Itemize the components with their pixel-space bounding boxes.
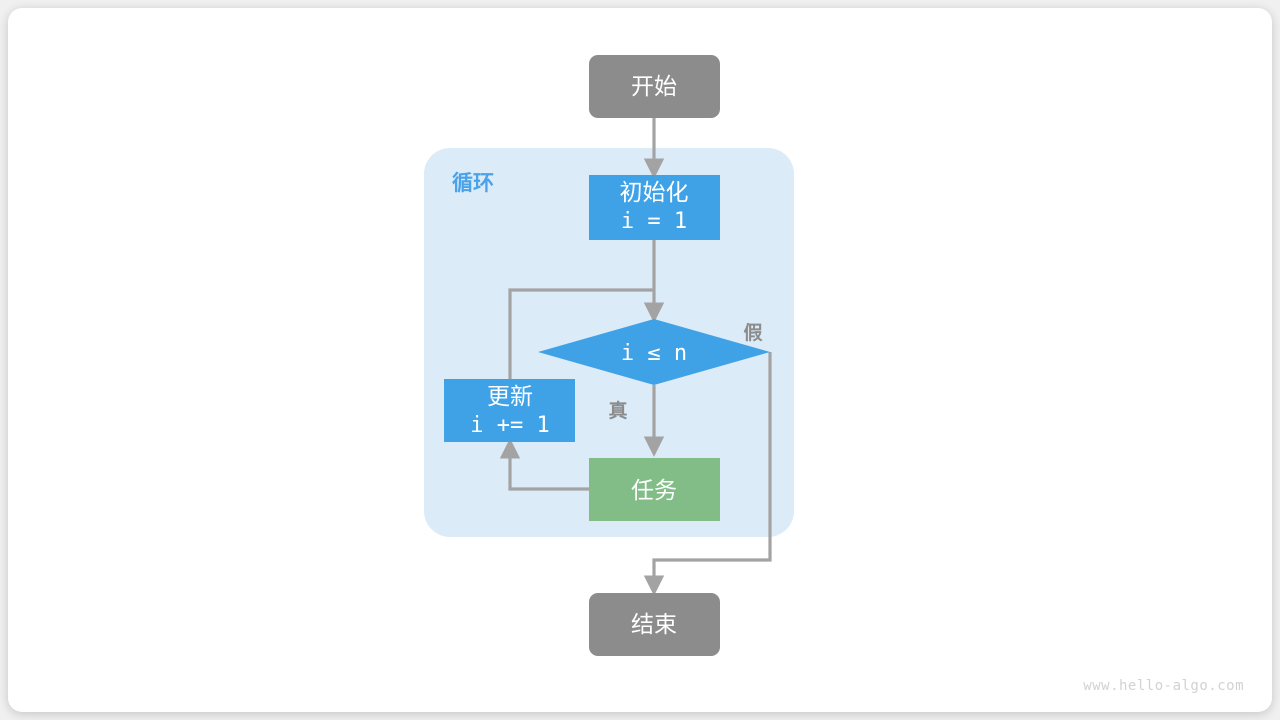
node-start-shape bbox=[589, 55, 720, 118]
node-init-label: 初始化 bbox=[620, 179, 689, 205]
node-init-sublabel: i = 1 bbox=[621, 209, 687, 234]
node-end-shape bbox=[589, 593, 720, 656]
node-update[interactable]: 更新 i += 1 bbox=[444, 379, 575, 442]
node-task-label: 任务 bbox=[631, 477, 677, 503]
node-end[interactable]: 结束 bbox=[589, 593, 720, 656]
node-update-sublabel: i += 1 bbox=[470, 413, 549, 438]
edge-label-false: 假 bbox=[743, 321, 762, 344]
edge-task-update bbox=[499, 438, 590, 491]
node-task-shape bbox=[589, 458, 720, 521]
node-condition-shape bbox=[538, 319, 770, 385]
edges-layer bbox=[499, 118, 772, 596]
flowchart-canvas: 循环 真 假 开始 初始化 i = 1 i ≤ n bbox=[424, 55, 794, 656]
node-start-label: 开始 bbox=[631, 73, 677, 99]
node-condition-label: i ≤ n bbox=[621, 341, 687, 366]
node-start[interactable]: 开始 bbox=[589, 55, 720, 118]
edge-label-true: 真 bbox=[608, 399, 627, 422]
node-update-label: 更新 bbox=[487, 383, 533, 409]
node-condition[interactable]: i ≤ n bbox=[538, 319, 770, 385]
watermark: www.hello-algo.com bbox=[1083, 678, 1244, 694]
edge-update-cond bbox=[508, 288, 654, 379]
node-init-shape bbox=[589, 175, 720, 240]
node-update-shape bbox=[444, 379, 575, 442]
diagram-page: 循环 真 假 开始 初始化 i = 1 i ≤ n bbox=[8, 8, 1272, 712]
edge-cond-end bbox=[643, 352, 772, 596]
node-end-label: 结束 bbox=[631, 611, 677, 637]
loop-group-label: 循环 bbox=[452, 171, 494, 195]
node-init[interactable]: 初始化 i = 1 bbox=[589, 175, 720, 240]
node-task[interactable]: 任务 bbox=[589, 458, 720, 521]
